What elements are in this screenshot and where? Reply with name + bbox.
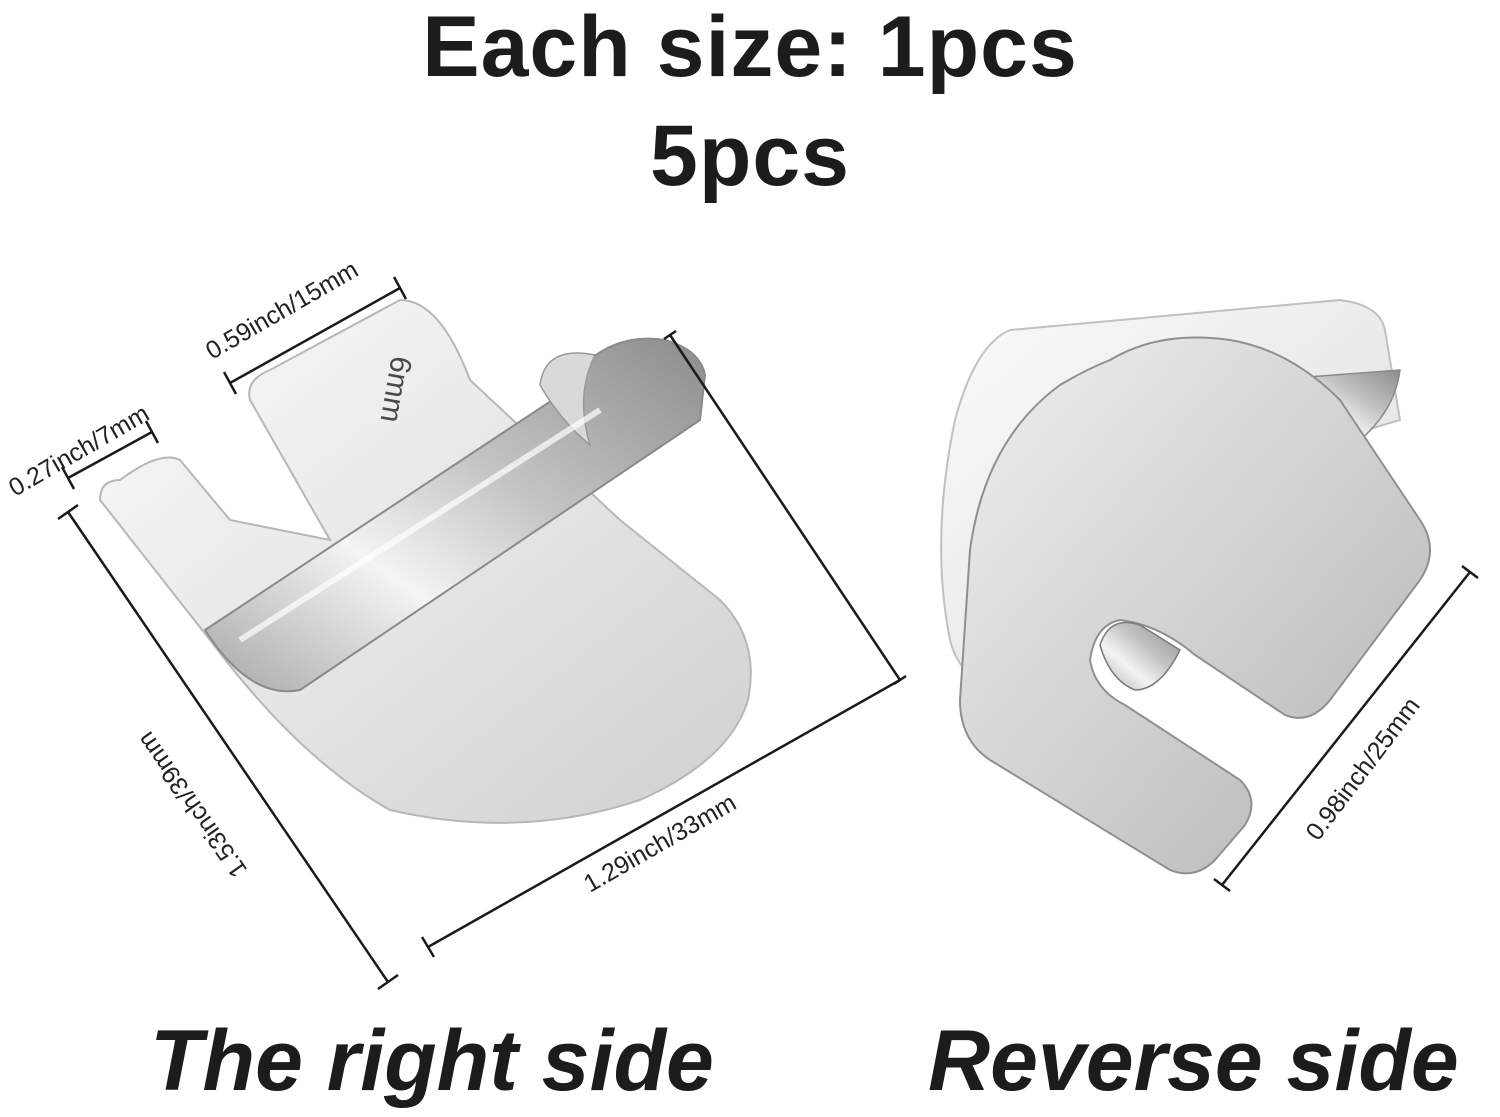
dimension-lines-front	[57, 276, 907, 991]
hemmer-foot-front	[98, 298, 752, 824]
caption-reverse-side: Reverse side	[928, 1013, 1459, 1109]
caption-right-side: The right side	[150, 1013, 714, 1109]
hemmer-foot-back	[940, 298, 1431, 875]
heading-line-1: Each size: 1pcs	[422, 0, 1078, 95]
dimension-lines-back	[1213, 565, 1479, 892]
dim-reverse-width: 0.98inch/25mm	[1300, 692, 1425, 845]
back-plate-front	[958, 336, 1431, 875]
heading-line-2: 5pcs	[649, 108, 851, 204]
dim-height: 1.53inch/39mm	[132, 727, 253, 883]
front-tube-highlight	[238, 407, 602, 643]
back-slot-roller	[1099, 621, 1181, 691]
